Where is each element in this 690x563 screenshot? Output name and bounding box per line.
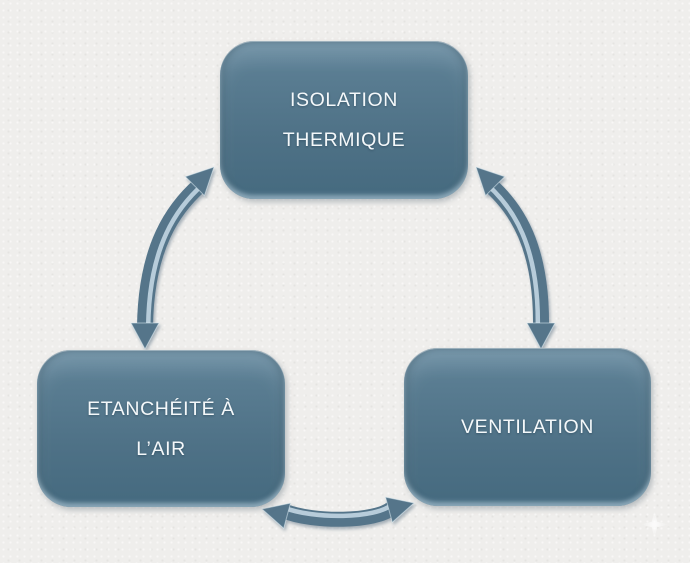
- node-label-line: THERMIQUE: [282, 129, 406, 151]
- node-isolation-thermique[interactable]: ISOLATION THERMIQUE: [220, 41, 468, 199]
- connector-isolation-ventilation: [475, 166, 556, 351]
- node-label-line: L’AIR: [136, 437, 186, 460]
- node-label-line: ETANCHÉITÉ À: [87, 397, 235, 420]
- node-label-line: VENTILATION: [460, 416, 594, 438]
- connector-etancheite-ventilation: [260, 496, 416, 530]
- node-label-line: ISOLATION: [290, 89, 398, 111]
- node-ventilation[interactable]: VENTILATION: [404, 348, 651, 506]
- connector-isolation-etancheite: [130, 166, 215, 351]
- node-etancheite-a-lair[interactable]: ETANCHÉITÉ À L’AIR: [37, 350, 285, 507]
